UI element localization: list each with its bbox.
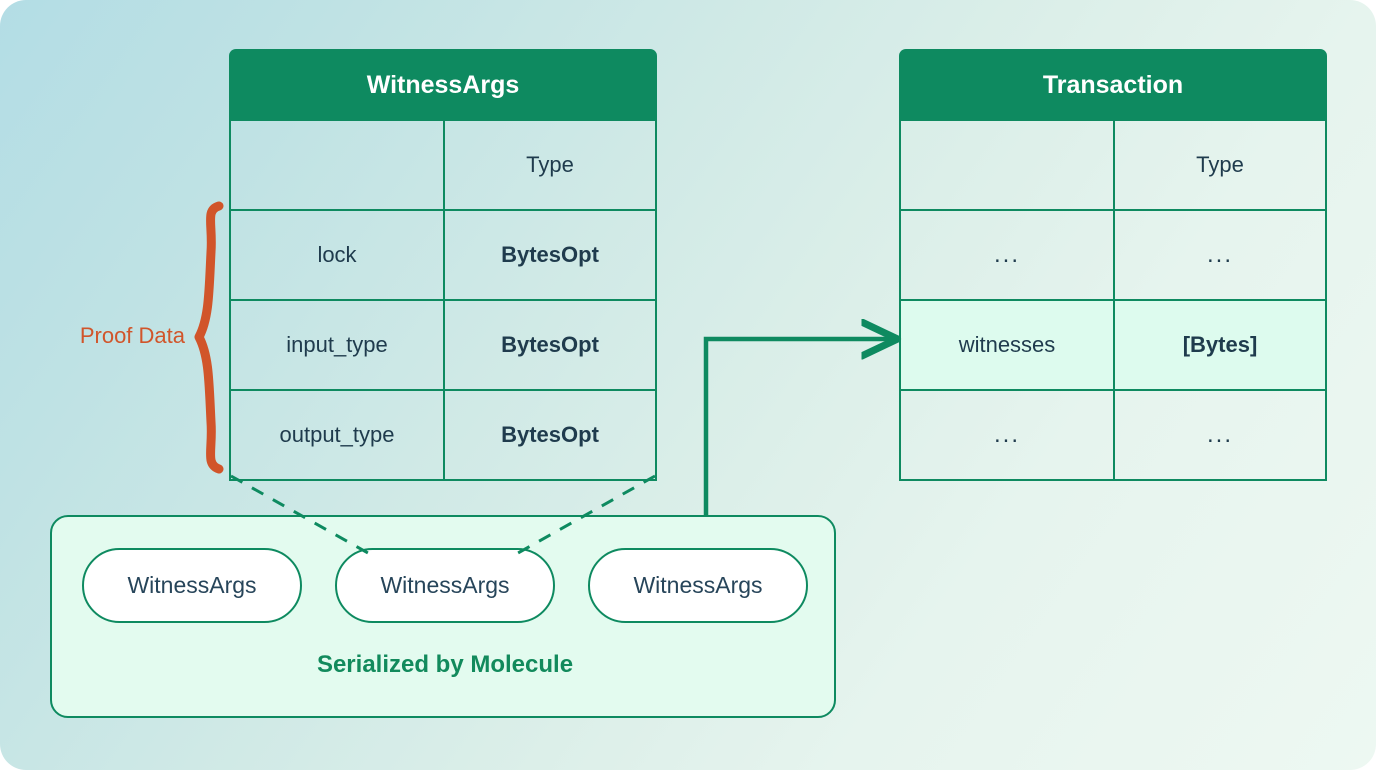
table-row: ... ... [901, 211, 1325, 301]
witnessargs-type-input-type: BytesOpt [501, 332, 599, 357]
transaction-field-ellipsis-bottom: ... [901, 391, 1115, 479]
table-row: output_type BytesOpt [231, 391, 655, 479]
witnessargs-table-body: Type lock BytesOpt input_type BytesOpt o… [229, 121, 657, 481]
witnessargs-table: WitnessArgs Type lock BytesOpt input_typ… [229, 49, 657, 481]
table-row: ... ... [901, 391, 1325, 479]
witnessargs-field-input-type: input_type [231, 301, 445, 389]
witnessargs-type-lock: BytesOpt [501, 242, 599, 267]
table-row-witnesses: witnesses [Bytes] [901, 301, 1325, 391]
witnessargs-type-output-type: BytesOpt [501, 422, 599, 447]
proof-data-group: Proof Data [45, 200, 230, 475]
serialized-by-molecule-box: WitnessArgs WitnessArgs WitnessArgs Seri… [50, 515, 836, 718]
witnessargs-table-title: WitnessArgs [229, 49, 657, 121]
witnessargs-col-type-header: Type [526, 152, 574, 177]
transaction-type-ellipsis-bottom: ... [1206, 421, 1233, 448]
transaction-type-witnesses: [Bytes] [1182, 332, 1258, 357]
table-header-row: Type [231, 121, 655, 211]
transaction-col-name-header [901, 121, 1115, 209]
table-row: lock BytesOpt [231, 211, 655, 301]
witnessargs-pill-3[interactable]: WitnessArgs [588, 548, 808, 623]
witnessargs-pill-1[interactable]: WitnessArgs [82, 548, 302, 623]
witnessargs-pill-2[interactable]: WitnessArgs [335, 548, 555, 623]
transaction-table-body: Type ... ... witnesses [Bytes] ... ... [899, 121, 1327, 481]
witnessargs-col-name-header [231, 121, 445, 209]
witnessargs-pill-row: WitnessArgs WitnessArgs WitnessArgs [82, 548, 808, 623]
table-row: input_type BytesOpt [231, 301, 655, 391]
table-header-row: Type [901, 121, 1325, 211]
transaction-table: Transaction Type ... ... witnesses [Byte… [899, 49, 1327, 481]
transaction-field-witnesses: witnesses [901, 301, 1115, 389]
witnessargs-field-lock: lock [231, 211, 445, 299]
witnesses-arrow [703, 339, 893, 515]
curly-brace-icon [194, 201, 224, 474]
transaction-type-ellipsis-top: ... [1206, 241, 1233, 268]
transaction-field-ellipsis-top: ... [901, 211, 1115, 299]
transaction-col-type-header: Type [1196, 152, 1244, 177]
witnessargs-field-output-type: output_type [231, 391, 445, 479]
transaction-table-title: Transaction [899, 49, 1327, 121]
serialized-by-molecule-caption: Serialized by Molecule [316, 651, 574, 678]
proof-data-label: Proof Data [79, 323, 185, 348]
